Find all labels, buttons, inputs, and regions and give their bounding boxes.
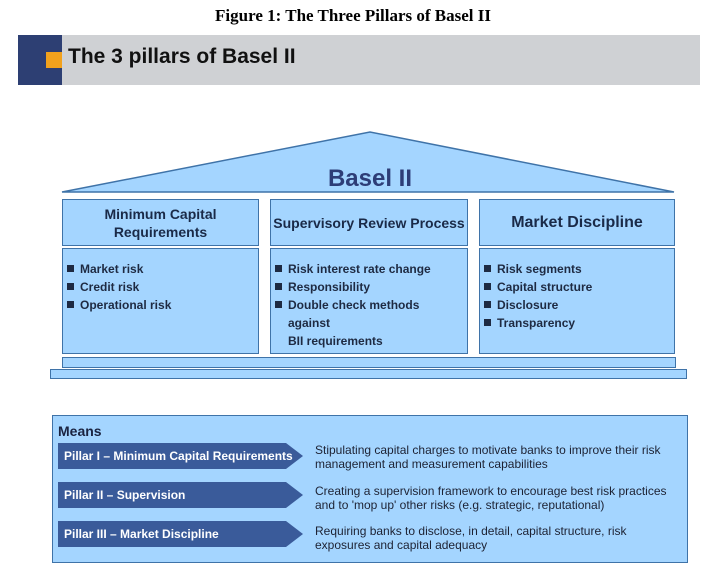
means-row-2-label: Pillar II – Supervision (64, 488, 186, 502)
bullet-icon (484, 319, 491, 326)
roof-shape (61, 131, 675, 193)
roof-label: Basel II (327, 165, 413, 192)
pillar-1-title: Minimum Capital Requirements (62, 199, 259, 246)
pillar-3-arrow (58, 521, 303, 547)
bullet-icon (67, 265, 74, 272)
bullet-icon (275, 265, 282, 272)
title-square-icon (46, 52, 62, 68)
pillar-1-arrow (58, 443, 303, 469)
list-item: Market risk (67, 260, 252, 278)
slide-title: The 3 pillars of Basel II (68, 45, 296, 68)
bullet-icon (67, 301, 74, 308)
list-item: Credit risk (67, 278, 252, 296)
bullet-icon (484, 301, 491, 308)
list-item: Risk interest rate change (275, 260, 461, 278)
pillar-2-arrow (58, 482, 303, 508)
means-row-1-description: Stipulating capital charges to motivate … (315, 443, 661, 471)
title-bar (18, 35, 700, 85)
bullet-icon (67, 283, 74, 290)
list-item: Responsibility (275, 278, 461, 296)
means-row-1-label: Pillar I – Minimum Capital Requirements (64, 449, 293, 463)
pillar-1-body: Market risk Credit risk Operational risk (62, 248, 259, 354)
pillar-2-title: Supervisory Review Process (270, 199, 468, 246)
means-row-2-description: Creating a supervision framework to enco… (315, 484, 667, 512)
means-title: Means (58, 423, 102, 439)
figure-caption: Figure 1: The Three Pillars of Basel II (215, 6, 491, 25)
list-item: Operational risk (67, 296, 252, 314)
bullet-icon (484, 283, 491, 290)
list-item-continuation: BII requirements (288, 334, 383, 348)
base-slab-bottom (50, 369, 687, 379)
base-slab-top (62, 357, 676, 368)
bullet-icon (484, 265, 491, 272)
bullet-icon (275, 301, 282, 308)
means-row-3-label: Pillar III – Market Discipline (64, 527, 219, 541)
list-item: Risk segments (484, 260, 668, 278)
means-row-3-description: Requiring banks to disclose, in detail, … (315, 524, 627, 552)
list-item: Transparency (484, 314, 668, 332)
pillar-3-title: Market Discipline (479, 199, 675, 246)
pillar-2-body: Risk interest rate change Responsibility… (270, 248, 468, 354)
list-item: Disclosure (484, 296, 668, 314)
bullet-icon (275, 283, 282, 290)
list-item: Capital structure (484, 278, 668, 296)
pillar-3-body: Risk segments Capital structure Disclosu… (479, 248, 675, 354)
